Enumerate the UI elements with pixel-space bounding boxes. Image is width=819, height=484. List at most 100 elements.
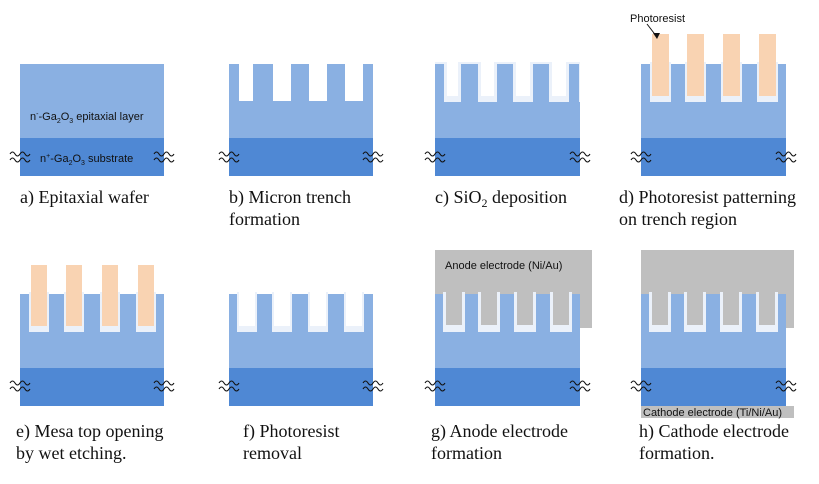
- wave-line: [424, 157, 446, 163]
- mesa: [706, 294, 720, 332]
- break-mark-right: [153, 380, 175, 392]
- white-gap: [274, 292, 290, 326]
- break-mark-right: [362, 380, 384, 392]
- wave-line: [362, 380, 384, 386]
- mesa: [569, 64, 579, 102]
- mesa: [253, 64, 273, 102]
- caption-b-line2: formation: [229, 209, 300, 229]
- wave-line: [9, 151, 31, 157]
- wave-line: [218, 157, 240, 163]
- break-mark-left: [424, 380, 446, 392]
- wave-line: [630, 151, 652, 157]
- wave-line: [424, 151, 446, 157]
- wave-line: [424, 386, 446, 392]
- epitaxial-layer: [229, 101, 373, 138]
- substrate-layer: [435, 368, 580, 406]
- anode-finger: [652, 290, 668, 325]
- wave-line: [153, 157, 175, 163]
- break-mark-left: [218, 380, 240, 392]
- caption-h-line2: formation.: [639, 443, 714, 463]
- wave-line: [569, 380, 591, 386]
- wave-line: [362, 157, 384, 163]
- photoresist: [66, 265, 82, 326]
- epitaxial-layer: [20, 64, 164, 138]
- epitaxial-layer-label: n--Ga2O3 epitaxial layer: [30, 111, 144, 125]
- epitaxial-layer: [435, 332, 580, 368]
- anode-finger: [723, 290, 739, 325]
- photoresist: [723, 34, 740, 96]
- wave-line: [569, 386, 591, 392]
- anode-label: Anode electrode (Ni/Au): [445, 260, 562, 272]
- break-mark-left: [9, 380, 31, 392]
- break-mark-left: [9, 151, 31, 163]
- mesa: [536, 294, 550, 332]
- caption-f-line2: removal: [243, 443, 302, 463]
- break-mark-right: [775, 380, 797, 392]
- wave-line: [775, 380, 797, 386]
- panel-a: n--Ga2O3 epitaxial layer n+-Ga2O3 substr…: [9, 64, 175, 208]
- break-mark-right: [569, 151, 591, 163]
- panel-d: Photoresist d) Photoresist patterning on…: [619, 13, 797, 229]
- cathode-label: Cathode electrode (Ti/Ni/Au): [643, 407, 782, 419]
- photoresist: [652, 34, 669, 96]
- substrate-layer: [20, 138, 164, 176]
- break-mark-left: [218, 151, 240, 163]
- wave-line: [775, 386, 797, 392]
- photoresist: [759, 34, 776, 96]
- panel-h: Cathode electrode (Ti/Ni/Au) h) Cathode …: [630, 250, 797, 463]
- mesa: [435, 294, 443, 332]
- white-gap: [447, 62, 458, 96]
- panel-c: c) SiO2 deposition: [424, 62, 591, 210]
- mesa: [671, 294, 684, 332]
- caption-e-line1: e) Mesa top opening: [16, 421, 163, 442]
- break-mark-left: [630, 380, 652, 392]
- mesa: [500, 294, 514, 332]
- mesa: [533, 64, 549, 102]
- break-mark-right: [569, 380, 591, 392]
- break-mark-left: [424, 151, 446, 163]
- substrate-layer: [20, 368, 164, 406]
- anode-finger: [759, 290, 775, 325]
- wave-line: [9, 380, 31, 386]
- wave-line: [630, 386, 652, 392]
- mesa: [229, 64, 239, 102]
- photoresist: [102, 265, 118, 326]
- photoresist-label: Photoresist: [630, 13, 685, 25]
- caption-b-line1: b) Micron trench: [229, 187, 351, 208]
- panel-b: b) Micron trench formation: [218, 64, 384, 229]
- wave-line: [9, 386, 31, 392]
- substrate-layer: [641, 368, 786, 406]
- wave-line: [569, 151, 591, 157]
- panel-f: f) Photoresist removal: [218, 292, 384, 463]
- mesa: [742, 294, 756, 332]
- wave-line: [362, 151, 384, 157]
- wave-line: [775, 157, 797, 163]
- break-mark-right: [775, 151, 797, 163]
- wave-line: [218, 151, 240, 157]
- wave-line: [630, 380, 652, 386]
- epitaxial-layer: [435, 102, 580, 138]
- photoresist: [31, 265, 47, 326]
- anode-finger: [446, 290, 462, 325]
- substrate-layer: [229, 138, 373, 176]
- mesa: [497, 64, 513, 102]
- substrate-label: n+-Ga2O3 substrate: [40, 153, 133, 167]
- wave-line: [153, 380, 175, 386]
- caption-e-line2: by wet etching.: [16, 443, 126, 463]
- panel-e: e) Mesa top opening by wet etching.: [9, 265, 175, 463]
- photoresist: [687, 34, 704, 96]
- wave-line: [630, 157, 652, 163]
- caption-h-line1: h) Cathode electrode: [639, 421, 789, 442]
- substrate-layer: [229, 368, 373, 406]
- white-gap: [516, 62, 530, 96]
- caption-d-line2: on trench region: [619, 209, 737, 229]
- caption-a: a) Epitaxial wafer: [20, 187, 149, 208]
- mesa: [435, 64, 444, 102]
- panel-g: Anode electrode (Ni/Au) g) Anode electro…: [424, 250, 592, 463]
- wave-line: [9, 157, 31, 163]
- white-gap: [481, 62, 494, 96]
- photoresist-arrowhead: [653, 33, 660, 39]
- break-mark-right: [153, 151, 175, 163]
- white-gap: [346, 292, 362, 326]
